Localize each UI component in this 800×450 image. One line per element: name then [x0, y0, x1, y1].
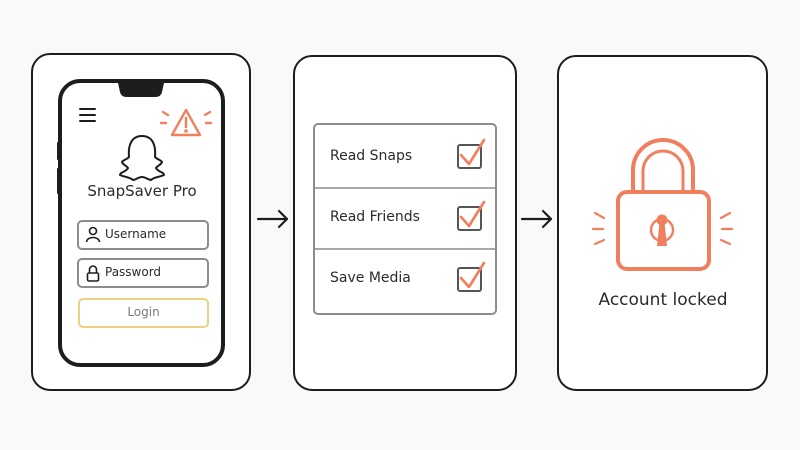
username-field[interactable] [77, 220, 209, 250]
permission-label-save-media: Save Media [330, 270, 411, 286]
checkmark-icon [459, 200, 486, 228]
permission-list [313, 123, 497, 315]
password-placeholder: Password [105, 265, 162, 279]
login-button-frame[interactable] [78, 298, 209, 328]
phone-notch [118, 83, 164, 97]
permission-checkbox[interactable] [457, 267, 482, 292]
right-arrow-icon [520, 209, 553, 229]
password-field[interactable] [77, 258, 209, 288]
padlock-keyhole-icon [591, 138, 734, 271]
permission-checkbox[interactable] [457, 206, 482, 231]
permission-label-read-friends: Read Friends [330, 209, 420, 225]
username-placeholder: Username [105, 227, 167, 241]
user-icon [85, 226, 101, 243]
warning-triangle-icon [159, 108, 213, 137]
permission-checkbox[interactable] [457, 144, 482, 169]
login-button-label[interactable]: Login [127, 305, 160, 319]
app-title: SnapSaver Pro [87, 182, 197, 200]
phone-side-button [57, 142, 61, 160]
permission-label-read-snaps: Read Snaps [330, 148, 413, 164]
right-arrow-icon [256, 209, 289, 229]
account-status: Account locked [598, 290, 728, 310]
ghost-logo-icon [119, 135, 165, 181]
checkmark-icon [459, 138, 486, 166]
padlock-icon [86, 265, 100, 282]
checkmark-icon [459, 261, 486, 289]
phone-side-button [57, 168, 61, 194]
hamburger-menu-icon[interactable] [79, 108, 96, 122]
